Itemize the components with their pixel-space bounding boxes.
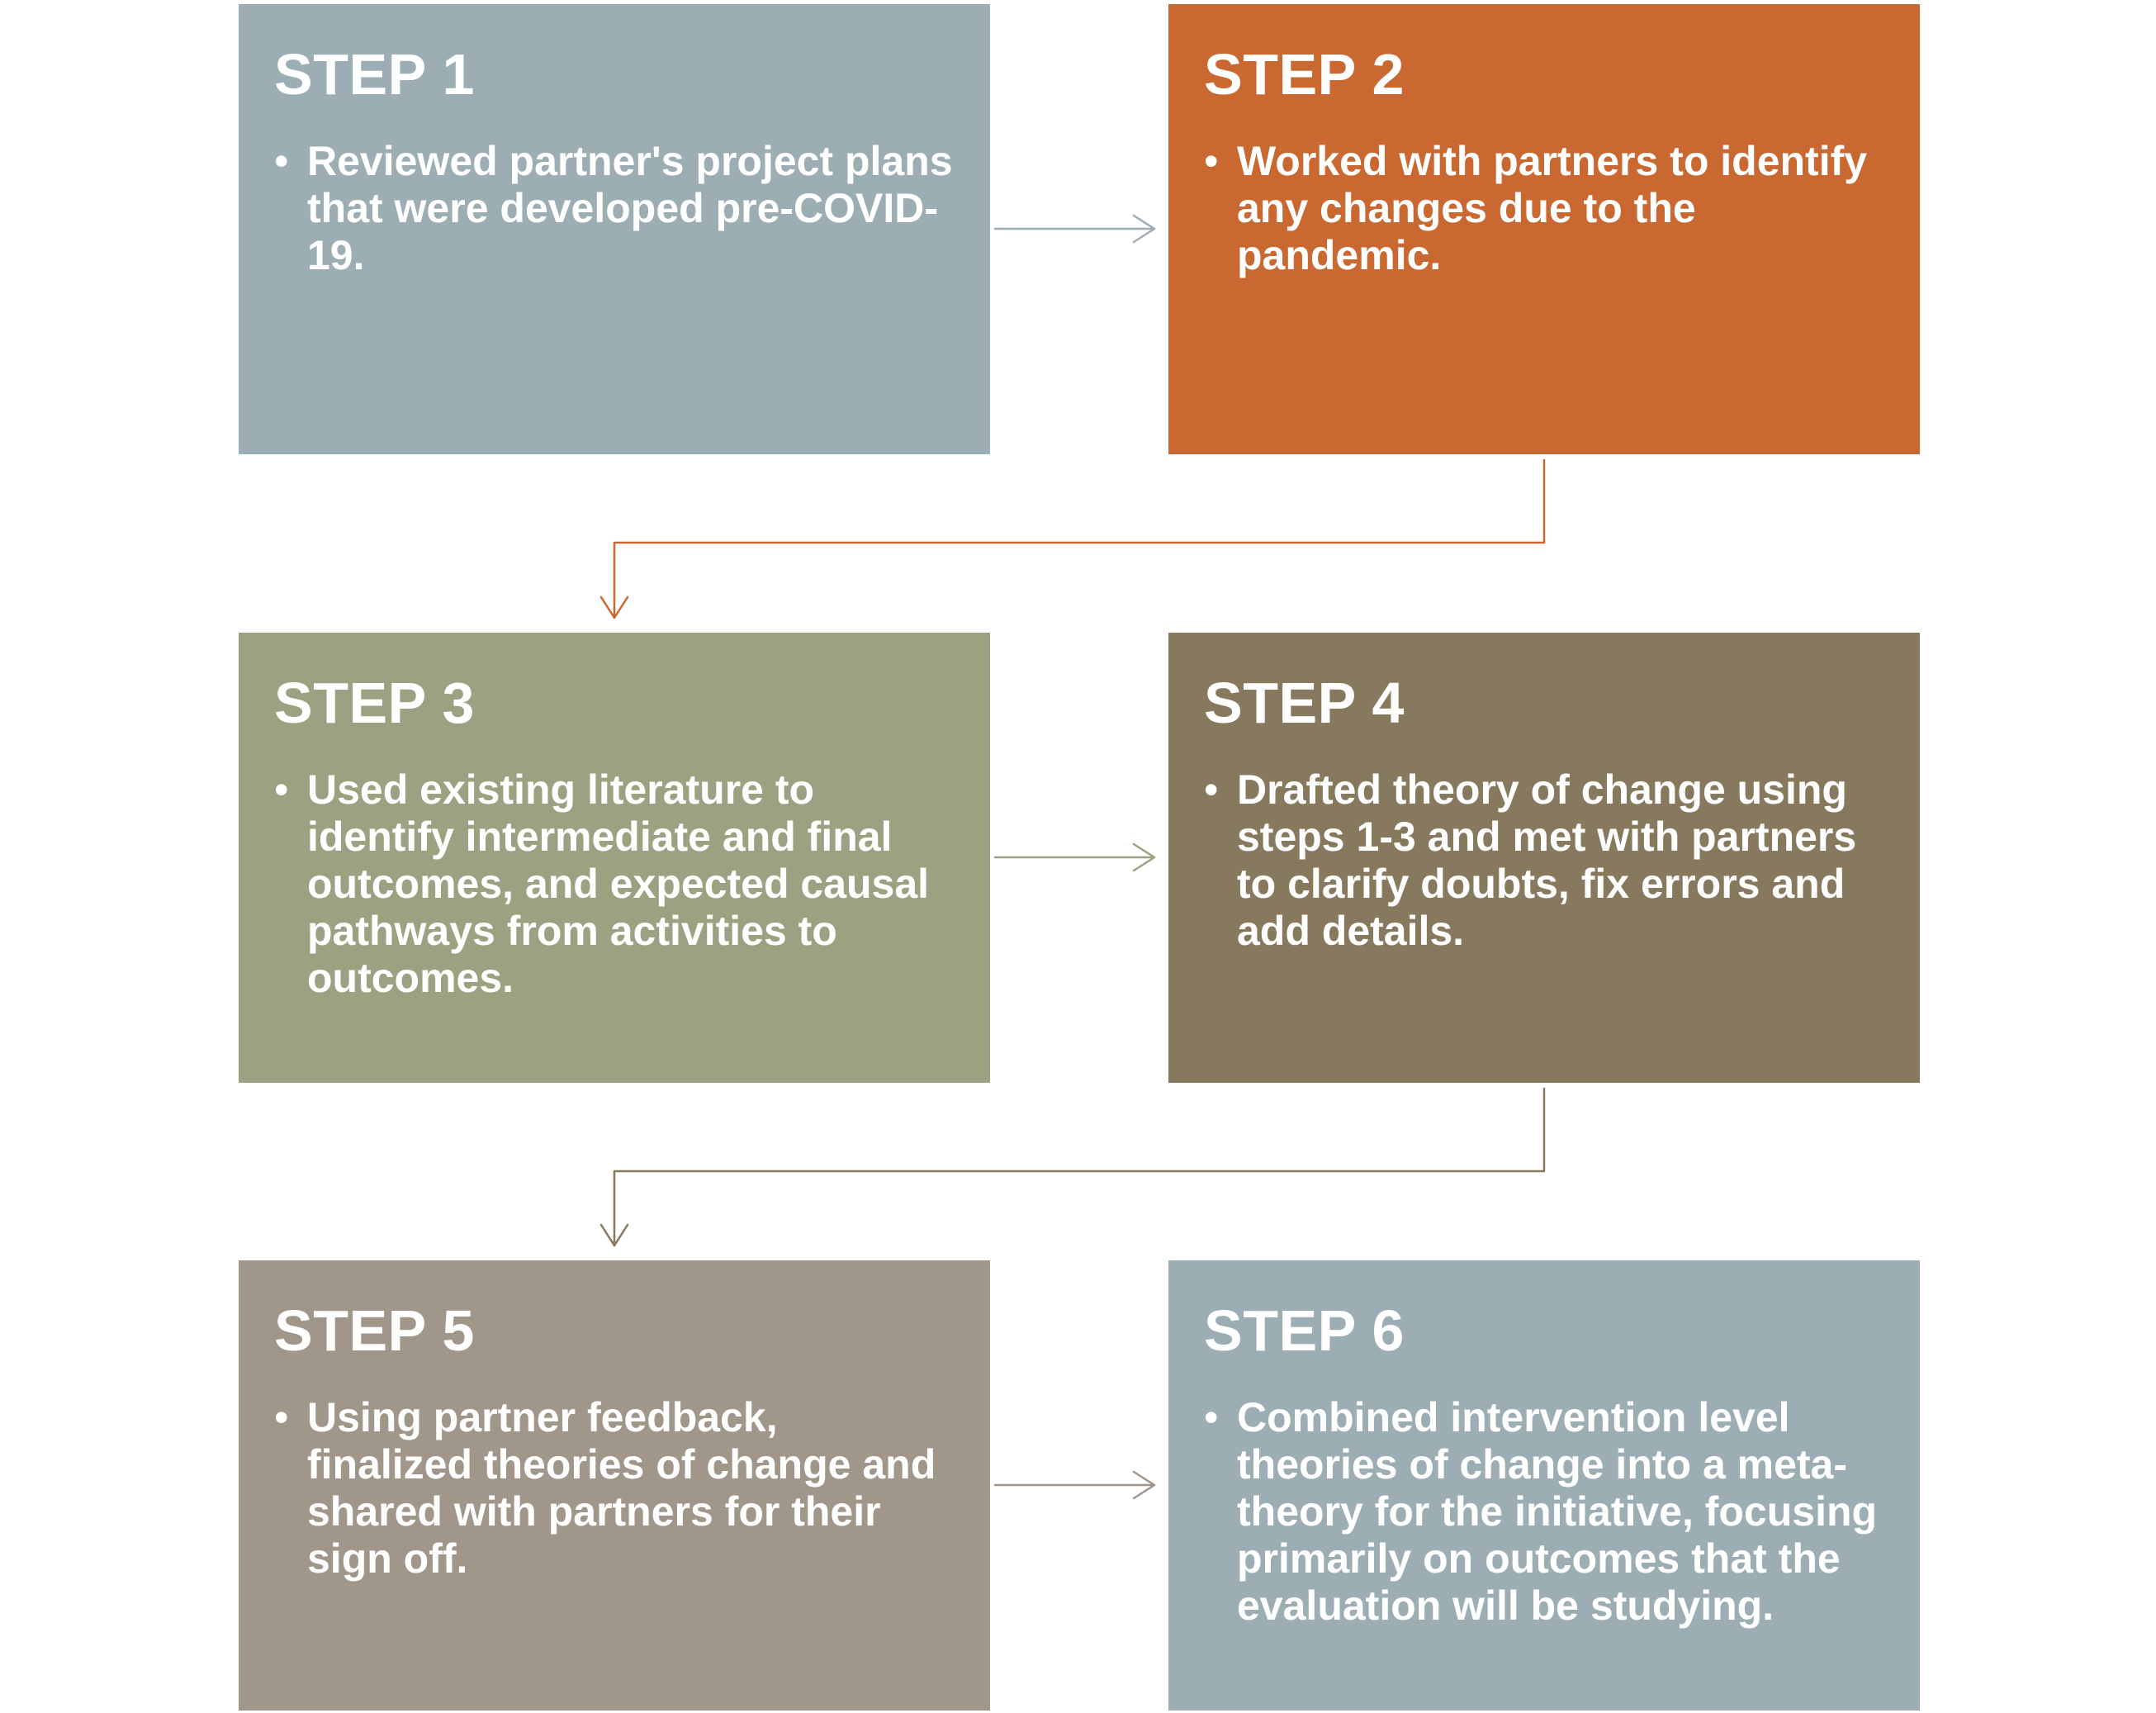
step-5-text: Using partner feedback, finalized theori…	[307, 1394, 936, 1582]
step-2-box: STEP 2 • Worked with partners to identif…	[1168, 4, 1920, 454]
step-1-text: Reviewed partner's project plans that we…	[307, 138, 953, 278]
bullet-icon: •	[274, 1394, 289, 1440]
step-1-box: STEP 1 • Reviewed partner's project plan…	[239, 4, 990, 454]
arrow-head-icon	[1132, 214, 1156, 244]
arrow-head-icon	[599, 1223, 629, 1247]
step-6-text: Combined intervention level theories of …	[1237, 1394, 1878, 1629]
step-1-bullet-item: • Reviewed partner's project plans that …	[274, 138, 954, 279]
arrow-head-icon	[599, 596, 629, 619]
arrow-step3-to-step4	[993, 842, 1156, 872]
bullet-icon: •	[274, 766, 289, 813]
arrow-line	[613, 458, 1546, 619]
step-4-bullet-item: • Drafted theory of change using steps 1…	[1204, 766, 1884, 955]
arrow-step1-to-step2	[993, 214, 1156, 244]
step-6-bullet-item: • Combined intervention level theories o…	[1204, 1394, 1884, 1630]
step-3-title: STEP 3	[274, 671, 475, 735]
step-2-title: STEP 2	[1204, 42, 1405, 107]
bullet-icon: •	[1204, 766, 1219, 813]
step-5-box: STEP 5 • Using partner feedback, finaliz…	[239, 1260, 990, 1711]
step-5-title: STEP 5	[274, 1298, 475, 1363]
step-6-box: STEP 6 • Combined intervention level the…	[1168, 1260, 1920, 1711]
step-3-box: STEP 3 • Used existing literature to ide…	[239, 633, 990, 1083]
step-4-text: Drafted theory of change using steps 1-3…	[1237, 766, 1857, 954]
arrow-head-icon	[1132, 1470, 1156, 1500]
bullet-icon: •	[1204, 138, 1219, 184]
step-4-title: STEP 4	[1204, 671, 1405, 735]
arrow-head-icon	[1132, 842, 1156, 872]
arrow-line	[613, 1087, 1546, 1247]
step-5-bullet-item: • Using partner feedback, finalized theo…	[274, 1394, 954, 1583]
bullet-icon: •	[274, 138, 289, 184]
arrow-step2-to-step3	[599, 458, 1546, 619]
step-2-text: Worked with partners to identify any cha…	[1237, 138, 1868, 278]
step-4-box: STEP 4 • Drafted theory of change using …	[1168, 633, 1920, 1083]
step-1-title: STEP 1	[274, 42, 475, 107]
bullet-icon: •	[1204, 1394, 1219, 1440]
arrow-step4-to-step5	[599, 1087, 1546, 1247]
step-3-bullet-item: • Used existing literature to identify i…	[274, 766, 954, 1002]
arrow-step5-to-step6	[993, 1470, 1156, 1500]
step-2-bullet-item: • Worked with partners to identify any c…	[1204, 138, 1884, 279]
step-3-text: Used existing literature to identify int…	[307, 766, 930, 1001]
step-6-title: STEP 6	[1204, 1298, 1405, 1363]
